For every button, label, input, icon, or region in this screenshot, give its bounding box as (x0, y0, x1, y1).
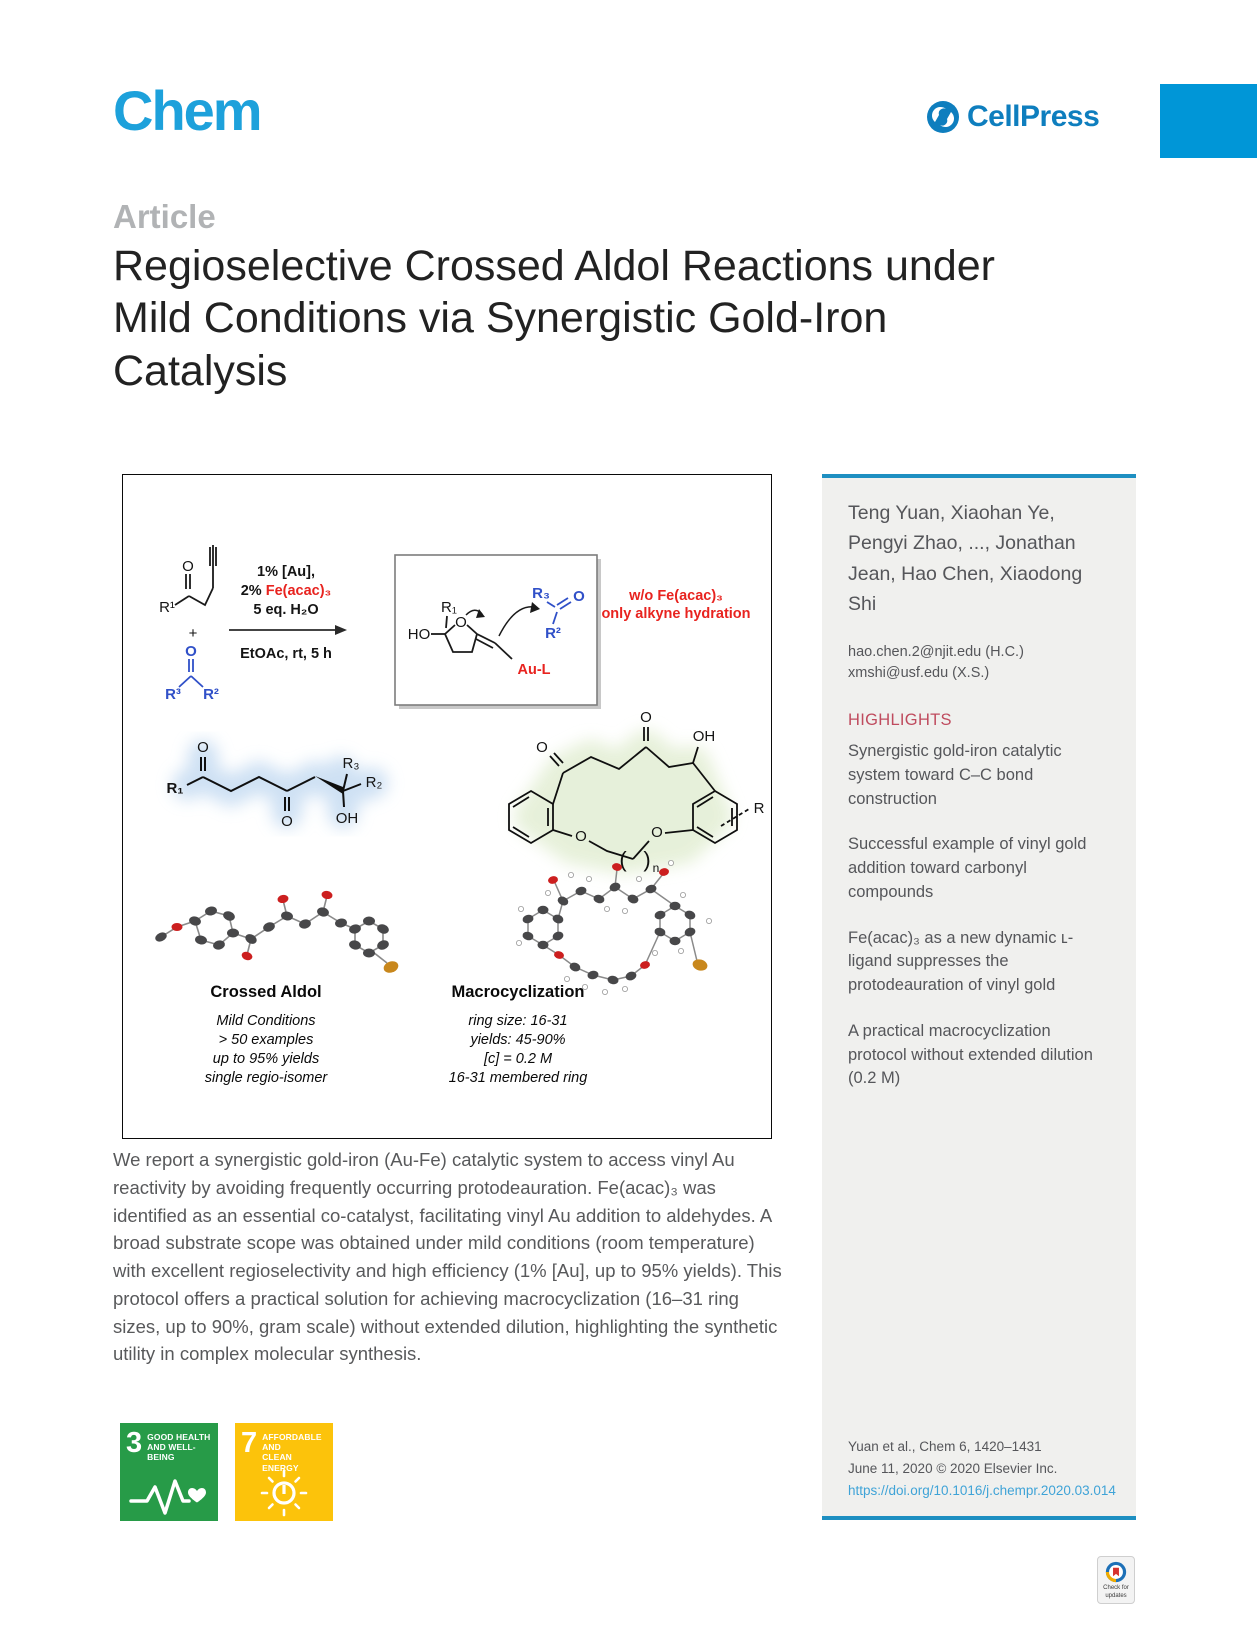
crossed-aldol-line-2: > 50 examples (219, 1032, 314, 1048)
macro-r-label: R (754, 800, 765, 817)
crystal-structure-aldol (155, 890, 399, 973)
correspondence-email-2[interactable]: xmshi@usf.edu (X.S.) (848, 665, 990, 682)
macrocyclization-line-1: ring size: 16-31 (468, 1013, 567, 1029)
condition-below-arrow: EtOAc, rt, 5 h (240, 646, 332, 662)
macro-o1-label: O (536, 739, 548, 756)
sdg7-number: 7 (241, 1427, 258, 1459)
inset-r2-label: R² (545, 625, 561, 642)
cellpress-logo: CellPress (926, 100, 1100, 134)
chem-journal-logo: Chem (113, 79, 263, 142)
abstract-text: We report a synergistic gold-iron (Au-Fe… (113, 1149, 782, 1365)
crossed-aldol-caption: Crossed Aldol (210, 983, 321, 1001)
alkynyl-ketone-structure (174, 545, 217, 607)
page-title: Regioselective Crossed Aldol Reactions u… (113, 240, 1133, 397)
highlight-item-1: Synergistic gold-iron catalytic system t… (848, 742, 1062, 808)
macrocycle-structure (508, 727, 750, 860)
macrocyclization-line-4: 16-31 membered ring (449, 1070, 588, 1086)
doi-link[interactable]: https://doi.org/10.1016/j.chempr.2020.03… (848, 1483, 1116, 1499)
article-type-label: Article (113, 198, 216, 235)
correspondence-email-1[interactable]: hao.chen.2@njit.edu (H.C.) (848, 643, 1024, 660)
highlight-item-3: Fe(acac)₃ as a new dynamic ʟ-ligand supp… (848, 928, 1074, 995)
r1-label: R¹ (159, 599, 175, 616)
sdg3-number: 3 (126, 1427, 143, 1459)
crossed-aldol-line-1: Mild Conditions (216, 1013, 315, 1029)
aldol-r1-label: R₁ (166, 780, 183, 797)
title-line-3: Catalysis (113, 346, 288, 395)
macrocyclization-line-2: yields: 45-90% (469, 1032, 565, 1048)
ketone-structure (178, 659, 204, 688)
reaction-arrow (229, 625, 347, 635)
arrowhead-small (476, 609, 485, 618)
vinyl-gold-intermediate (431, 615, 513, 660)
macrocyclization-line-3: [c] = 0.2 M (483, 1051, 553, 1067)
title-line-1: Regioselective Crossed Aldol Reactions u… (113, 242, 995, 290)
crossed-aldol-line-4: single regio-isomer (205, 1070, 329, 1086)
corner-decoration (1160, 84, 1257, 158)
title-line-2: Mild Conditions via Synergistic Gold-Iro… (113, 294, 888, 343)
macro-o2-label: O (640, 709, 652, 726)
macro-rparen: ) (643, 847, 650, 872)
aldol-o2-label: O (281, 813, 293, 830)
macro-ether-o1-label: O (575, 828, 587, 845)
citation-block: Yuan et al., Chem 6, 1420–1431 June 11, … (848, 1436, 1116, 1502)
no-fe-note-line-1: w/o Fe(acac)₃ (628, 588, 723, 604)
macro-oh-label: OH (693, 728, 716, 745)
macro-n-subscript: n (653, 861, 660, 875)
crystal-structure-macrocycle (515, 859, 713, 996)
macro-lparen: ( (619, 847, 627, 872)
r2-label: R² (203, 686, 219, 703)
highlight-item-4: A practical macrocyclization protocol wi… (848, 1021, 1093, 1088)
cellpress-wordmark: CellPress (967, 100, 1100, 133)
cellpress-icon (927, 101, 959, 133)
highlights-heading: HIGHLIGHTS (848, 711, 952, 730)
condition-line-2: 2% Fe(acac)₃ (241, 583, 332, 599)
ho-label: HO (408, 626, 431, 643)
aldol-product-structure (186, 757, 362, 811)
aldol-oh-label: OH (336, 810, 359, 827)
inset-r3-label: R₃ (532, 585, 550, 602)
aldol-r3-label: R₃ (343, 755, 360, 772)
inset-r1-label: R₁ (441, 599, 457, 616)
macro-ether-o2-label: O (651, 824, 663, 841)
au-l-label: Au-L (517, 662, 550, 678)
crossed-aldol-line-3: up to 95% yields (213, 1051, 319, 1067)
info-sidebar: Teng Yuan, Xiaohan Ye, Pengyi Zhao, ...,… (822, 474, 1136, 1520)
inset-aldehyde-bonds (546, 597, 572, 625)
condition-line-3: 5 eq. H₂O (253, 602, 318, 618)
no-fe-note-line-2: only alkyne hydration (601, 606, 750, 622)
clean-energy-sun-icon (260, 1469, 308, 1517)
macrocyclization-caption: Macrocyclization (452, 983, 585, 1001)
author-list: Teng Yuan, Xiaohan Ye, Pengyi Zhao, ...,… (848, 502, 1083, 616)
ketone-o-label: O (185, 643, 197, 660)
inset-box (394, 554, 598, 706)
graphical-abstract-figure: O R¹ + O R³ R² 1% [Au], 2% Fe(acac)₃ 5 e… (122, 474, 772, 1139)
heartbeat-icon (129, 1479, 206, 1515)
plus-sign: + (189, 625, 198, 642)
aldol-r2-label: R₂ (366, 774, 383, 791)
r3-label: R³ (165, 686, 181, 703)
condition-line-1: 1% [Au], (257, 564, 315, 580)
inset-o2-label: O (573, 588, 585, 605)
correspondence-block: hao.chen.2@njit.edu (H.C.) xmshi@usf.edu… (848, 642, 1112, 686)
citation-date-copyright: June 11, 2020 © 2020 Elsevier Inc. (848, 1461, 1058, 1477)
arrowhead-large (530, 602, 540, 613)
carbonyl-o-label: O (182, 558, 194, 575)
highlight-item-2: Successful example of vinyl gold additio… (848, 835, 1087, 901)
crossmark-icon (1105, 1561, 1127, 1583)
citation-reference: Yuan et al., Chem 6, 1420–1431 (848, 1439, 1042, 1455)
aldol-o1-label: O (197, 739, 209, 756)
ring-o-label: O (455, 614, 467, 631)
graphical-abstract-scheme: O R¹ + O R³ R² 1% [Au], 2% Fe(acac)₃ 5 e… (155, 545, 765, 1086)
